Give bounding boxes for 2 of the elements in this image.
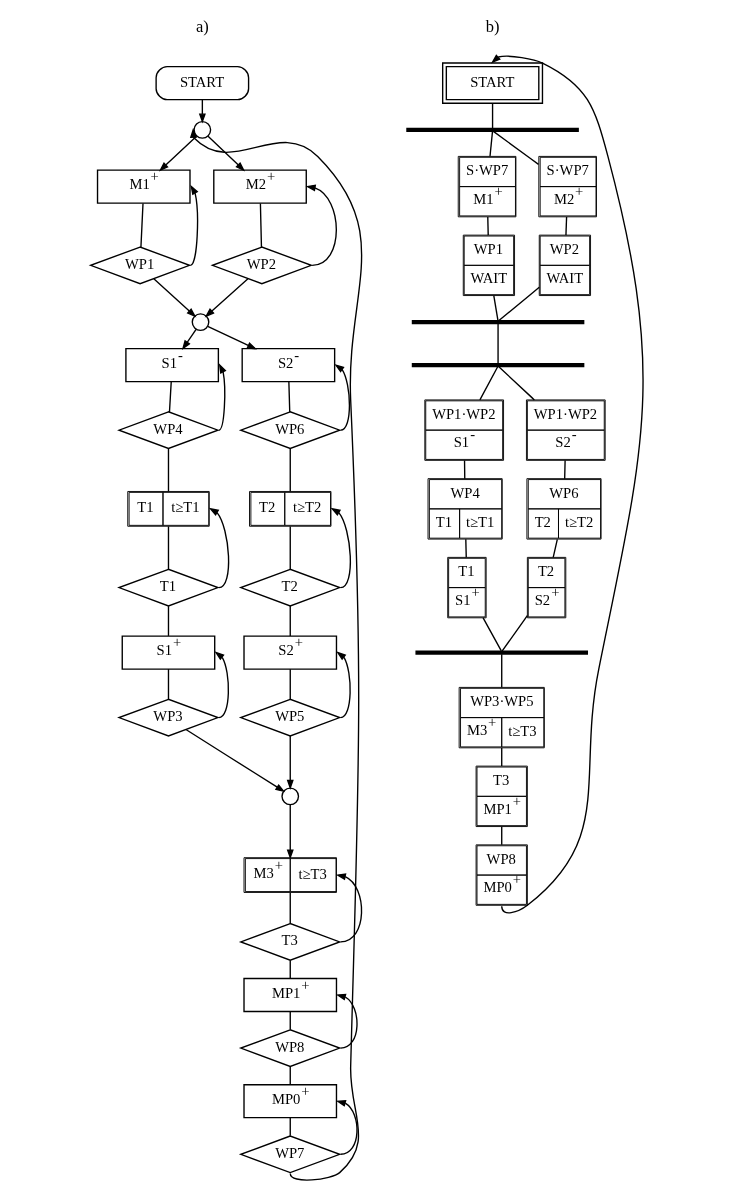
label: b): [485, 17, 499, 37]
label: a): [195, 17, 209, 37]
